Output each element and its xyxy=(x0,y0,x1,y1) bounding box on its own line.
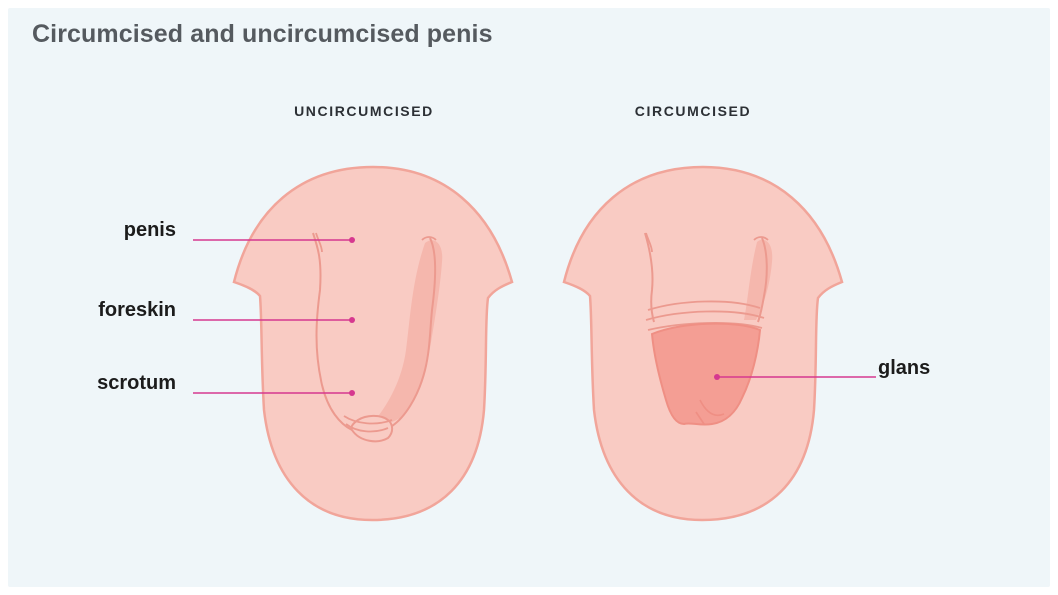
glans-leader-dot xyxy=(714,374,720,380)
label-penis: penis xyxy=(124,219,176,242)
circumcised-figure xyxy=(564,167,842,520)
label-scrotum: scrotum xyxy=(97,372,176,395)
label-glans: glans xyxy=(878,357,930,380)
foreskin-leader-dot xyxy=(349,317,355,323)
penis-leader-dot xyxy=(349,237,355,243)
uncircumcised-figure xyxy=(234,167,512,520)
scrotum-leader-dot xyxy=(349,390,355,396)
left-scrotum-outline xyxy=(234,167,512,520)
label-foreskin: foreskin xyxy=(98,299,176,322)
